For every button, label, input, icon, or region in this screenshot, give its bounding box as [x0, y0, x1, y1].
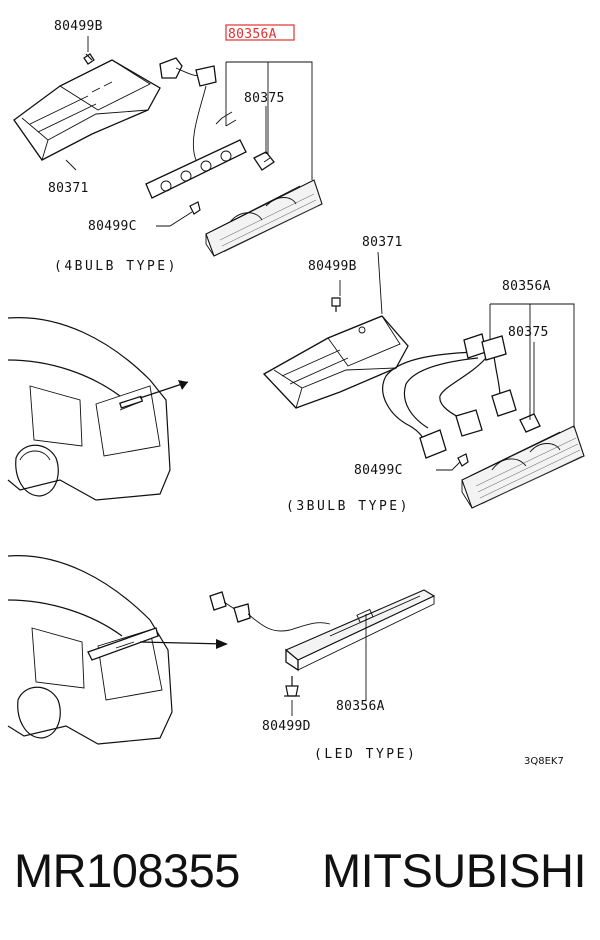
leader-80499c-mid: [436, 461, 461, 471]
led-stop-lamp: [284, 589, 436, 672]
brand-name: MITSUBISHI: [322, 843, 586, 897]
label-80356a-mid: 80356A: [502, 279, 551, 294]
leader-80371-top: [65, 159, 77, 171]
leader-80356a-mid: [489, 303, 575, 428]
lens-assembly-3bulb: [461, 425, 585, 509]
lens-assembly-4bulb: [205, 179, 323, 257]
caption-4bulb: (4BULB TYPE): [54, 259, 178, 274]
group-4bulb-type: 80499B 80356A 80375 80371 80499C (4BULB …: [13, 19, 323, 274]
label-80499d: 80499D: [262, 719, 311, 734]
screw-80499c-mid: [457, 453, 469, 467]
label-80499c-top: 80499C: [88, 219, 137, 234]
label-80356a-bot: 80356A: [336, 699, 385, 714]
screw-80499b-mid: [331, 280, 341, 312]
screw-80499b-top: [83, 36, 95, 65]
high-mount-housing-3bulb: [262, 315, 409, 409]
label-80499c-mid: 80499C: [354, 463, 403, 478]
bulb-80375-top: [253, 151, 275, 171]
parts-diagram: 80499B 80356A 80375 80371 80499C (4BULB …: [7, 19, 585, 767]
screw-80499d: [284, 676, 300, 697]
caption-3bulb: (3BULB TYPE): [286, 499, 410, 514]
leader-80371-mid: [377, 251, 383, 315]
footer: MR108355 MITSUBISHI: [0, 830, 600, 910]
vehicle-rear-view-bottom: [7, 555, 228, 745]
highlight-box: [225, 24, 295, 41]
part-number: MR108355: [14, 843, 240, 897]
arrow-bottom: [139, 641, 227, 645]
label-80371-top: 80371: [48, 181, 89, 196]
label-80356a-top: 80356A: [228, 27, 277, 42]
socket-harness-3bulb: [382, 333, 517, 459]
label-80375-mid: 80375: [508, 325, 549, 340]
label-80499b-mid: 80499B: [308, 259, 357, 274]
label-80375-top: 80375: [244, 91, 285, 106]
label-80499b-top: 80499B: [54, 19, 103, 34]
screw-80499c-top: [189, 201, 201, 215]
bulb-80375-mid: [519, 413, 541, 433]
vehicle-rear-view-mid: [7, 317, 189, 501]
socket-harness-4bulb: [145, 57, 247, 199]
led-harness: [209, 591, 331, 632]
caption-led: (LED TYPE): [314, 747, 417, 762]
diagram-code: 3Q8EK7: [524, 756, 564, 767]
high-mount-housing-4bulb: [13, 59, 161, 162]
leader-80499c-top: [156, 211, 193, 227]
group-led-type: 80356A 80499D (LED TYPE): [209, 589, 436, 762]
leader-80356a-top: [225, 61, 313, 180]
label-80371-mid: 80371: [362, 235, 403, 250]
group-3bulb-type: 80371 80499B 80356A 80375 80499C (3BULB …: [262, 235, 585, 514]
